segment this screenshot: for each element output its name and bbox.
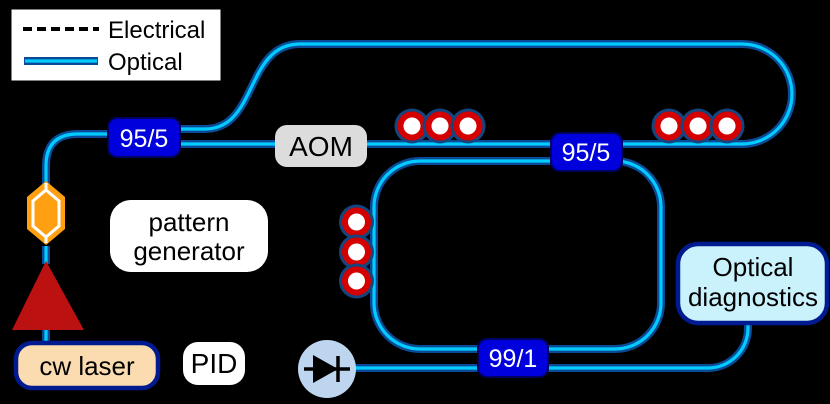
optical-diagnostics: Optical diagnostics <box>675 241 830 326</box>
legend-optical-label: Optical <box>108 49 183 76</box>
pid-label: PID <box>191 348 238 379</box>
tap-coupler-box <box>477 338 549 378</box>
pc-loop-circle <box>683 111 713 141</box>
legend-box <box>8 6 224 84</box>
photodiode-triangle <box>313 355 338 383</box>
polarization-controller-in-loop <box>339 204 374 299</box>
amplifier-icon <box>12 261 84 330</box>
fiber-tap-line-core <box>354 322 750 370</box>
pc-loop-circle <box>654 111 684 141</box>
tap-coupler: 99/1 <box>477 338 549 378</box>
aom-label: AOM <box>289 131 353 162</box>
cw-laser-box <box>13 340 161 391</box>
fiber-bypass-line-core <box>176 42 794 146</box>
pc-loop-circle <box>342 237 371 267</box>
pc-loop-circle <box>342 266 371 296</box>
cw-laser: cw laser <box>13 340 161 391</box>
modulator-icon <box>27 181 65 245</box>
legend: Electrical Optical <box>8 6 224 84</box>
cw-laser-label: cw laser <box>39 351 135 381</box>
pattern-generator-label-line2: generator <box>133 236 245 266</box>
pattern-generator-label-line1: pattern <box>149 207 230 237</box>
legend-electrical-label: Electrical <box>108 17 205 44</box>
loop-coupler: 95/5 <box>550 132 623 172</box>
photodiode-icon <box>298 340 356 398</box>
pattern-generator-box <box>110 200 268 272</box>
fiber-loop-core <box>372 159 663 351</box>
loop-coupler-box <box>550 132 623 172</box>
pid-box <box>183 342 245 385</box>
tap-coupler-label: 99/1 <box>489 345 538 373</box>
fiber-loop <box>370 157 665 353</box>
polarization-controller-left <box>394 108 486 144</box>
pc-loop-circle <box>397 111 427 141</box>
polarization-controller-right <box>651 108 745 144</box>
optical-diagnostics-label-line2: diagnostics <box>688 282 818 312</box>
pid-controller: PID <box>183 342 245 385</box>
input-coupler-label: 95/5 <box>120 125 169 153</box>
optical-diagnostics-label-line1: Optical <box>713 252 794 282</box>
optical-diagnostics-box <box>675 241 830 326</box>
pc-loop-circle <box>425 111 455 141</box>
input-coupler: 95/5 <box>107 117 181 158</box>
aom: AOM <box>275 125 367 167</box>
aom-box <box>275 125 367 167</box>
pc-loop-circle <box>342 207 371 237</box>
loop-coupler-label: 95/5 <box>562 139 611 167</box>
pc-loop-circle <box>712 111 742 141</box>
pattern-generator: pattern generator <box>110 200 268 272</box>
optical-fiber-cores <box>44 42 794 370</box>
input-coupler-box <box>107 117 181 158</box>
pc-loop-circle <box>453 111 483 141</box>
